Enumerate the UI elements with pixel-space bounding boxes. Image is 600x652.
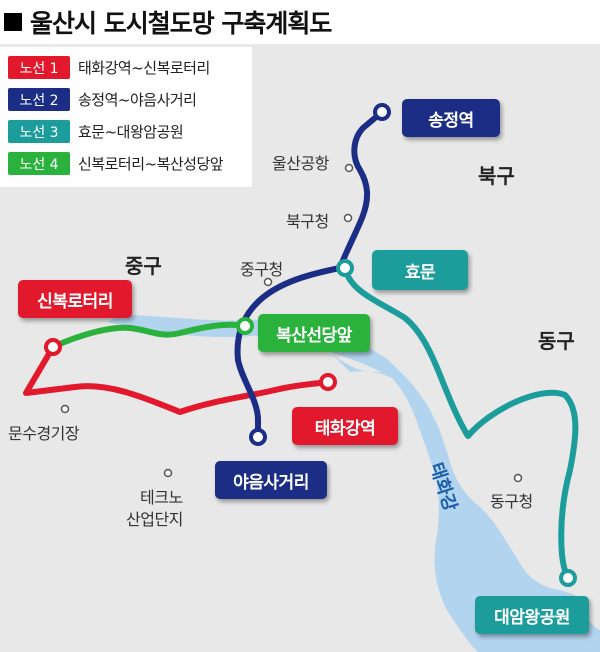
title-square-icon — [4, 13, 22, 31]
legend-badge: 노선 4 — [8, 152, 70, 175]
terminal-yaeum — [249, 428, 267, 446]
station-boksan: 복산선당앞 — [258, 314, 370, 352]
legend-route: 태화강역~신복로터리 — [78, 59, 210, 77]
station-daewangam: 대암왕공원 — [475, 596, 589, 634]
legend-item-line-3: 노선 3 효문~대왕암공원 — [8, 120, 184, 143]
district-donggu: 동구 — [538, 329, 575, 353]
legend-item-line-2: 노선 2 송정역~야음사거리 — [8, 88, 197, 111]
landmark-dot-airport — [344, 163, 354, 173]
station-yaeum: 야음사거리 — [215, 461, 327, 499]
district-bukgu: 북구 — [478, 164, 515, 188]
terminal-sinbok — [44, 338, 62, 356]
page-title: 울산시 도시철도망 구축계획도 — [30, 9, 332, 38]
landmark-junggu-office: 중구청 — [240, 260, 283, 279]
landmark-dot-munsu — [60, 404, 70, 414]
legend-badge: 노선 1 — [8, 56, 70, 79]
landmark-dot-techno — [163, 468, 173, 478]
terminal-daewangam — [559, 569, 577, 587]
legend-route: 효문~대왕암공원 — [78, 123, 184, 141]
station-taehwa: 태화강역 — [292, 407, 398, 445]
terminal-songjeong — [373, 103, 391, 121]
line-2-route — [234, 109, 385, 438]
legend-item-line-1: 노선 1 태화강역~신복로터리 — [8, 56, 210, 79]
landmark-donggu-office: 동구청 — [490, 492, 533, 511]
line-4-route — [52, 321, 248, 349]
legend: 노선 1 태화강역~신복로터리 노선 2 송정역~야음사거리 노선 3 효문~대… — [0, 47, 252, 187]
legend-item-line-4: 노선 4 신복로터리~복산성당앞 — [8, 152, 224, 175]
title-bar: 울산시 도시철도망 구축계획도 — [0, 0, 600, 44]
landmark-dot-donggu — [513, 473, 523, 483]
landmark-dot-junggu — [263, 277, 273, 287]
line-1-route — [23, 344, 331, 415]
landmark-dot-bukgu — [343, 213, 353, 223]
legend-route: 신복로터리~복산성당앞 — [78, 155, 224, 173]
station-songjeong: 송정역 — [402, 99, 500, 137]
terminal-hyomun — [336, 259, 354, 277]
landmark-techno-2: 산업단지 — [126, 510, 183, 529]
district-junggu: 중구 — [125, 254, 162, 278]
legend-route: 송정역~야음사거리 — [78, 91, 197, 109]
terminal-boksan — [236, 317, 254, 335]
station-sinbok: 신복로터리 — [18, 280, 132, 318]
taehwa-river — [108, 315, 600, 652]
legend-badge: 노선 2 — [8, 88, 70, 111]
terminal-taehwa — [319, 373, 337, 391]
landmark-bukgu-office: 북구청 — [286, 212, 329, 231]
station-hyomun: 효문 — [372, 250, 468, 290]
landmark-munsu: 문수경기장 — [8, 424, 80, 443]
line-3-route — [342, 265, 579, 581]
legend-badge: 노선 3 — [8, 120, 70, 143]
landmark-airport: 울산공항 — [272, 154, 329, 173]
landmark-techno: 테크노 — [140, 488, 183, 507]
